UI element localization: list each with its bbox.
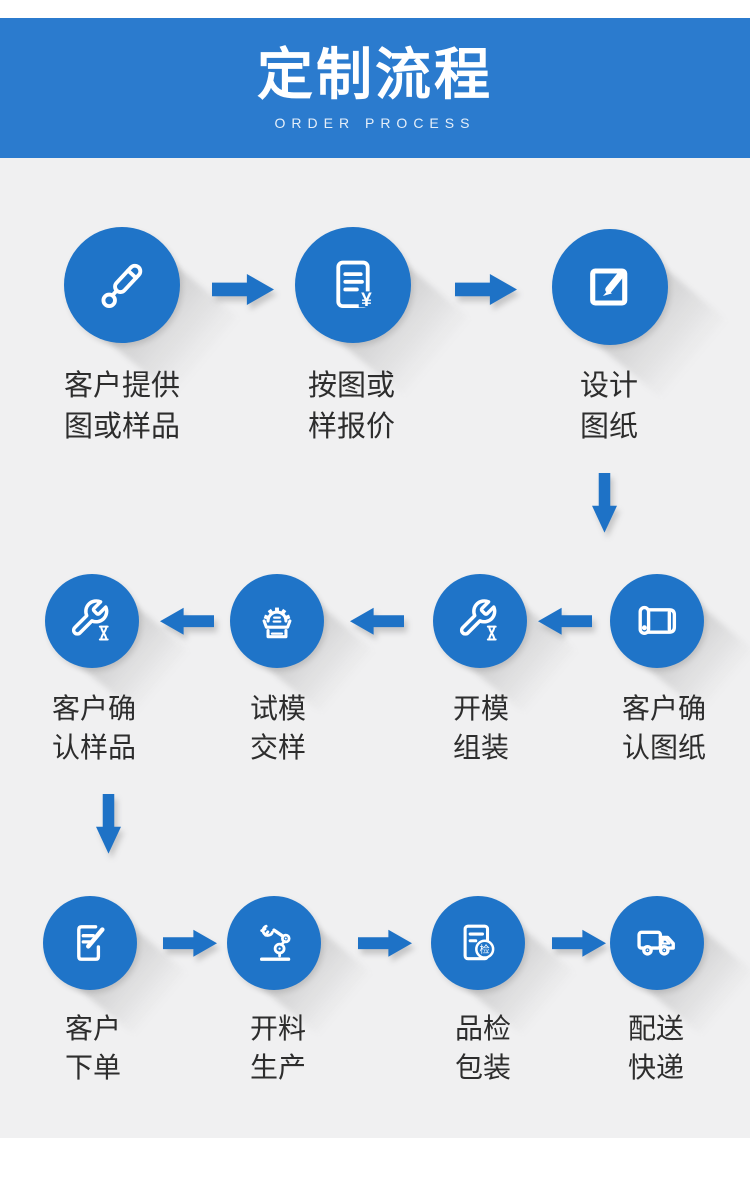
node-circle	[230, 574, 324, 668]
step-label: 设计 图纸	[580, 370, 639, 443]
step-label: 客户确 认样品	[52, 693, 137, 763]
step-node-provide-sample	[64, 227, 260, 415]
page-subtitle: ORDER PROCESS	[274, 115, 476, 131]
node-circle: ¥	[295, 227, 411, 343]
step-node-quotation: ¥	[295, 227, 491, 415]
robot-arm-icon	[260, 924, 291, 961]
inspection-badge-char: 检	[480, 943, 490, 956]
mold-gear-icon	[262, 607, 292, 639]
arrow-right-icon	[163, 928, 217, 958]
step-node-confirm-sample	[45, 574, 207, 729]
step-node-delivery	[610, 896, 750, 1051]
step-node-confirm-drawing	[610, 574, 750, 729]
yen-symbol: ¥	[361, 290, 372, 311]
node-circle	[45, 574, 139, 668]
pen-tool-icon	[101, 263, 143, 309]
arrow-right-icon	[455, 272, 517, 306]
node-circle: 检	[431, 896, 525, 990]
step-node-mold-trial	[230, 574, 392, 729]
arrow-right-icon	[358, 928, 412, 958]
arrow-left-icon	[350, 606, 404, 636]
node-circle	[227, 896, 321, 990]
inspection-doc-icon: 检	[463, 924, 495, 961]
arrow-down-icon	[592, 473, 617, 534]
node-circle	[64, 227, 180, 343]
step-node-inspection-packing: 检	[431, 896, 593, 1051]
step-label: 试模 交样	[250, 693, 307, 763]
arrow-left-icon	[538, 606, 592, 636]
page-title: 定制流程	[257, 43, 493, 106]
delivery-truck-icon	[637, 930, 675, 956]
step-label: 客户确 认图纸	[622, 693, 707, 763]
quotation-doc-icon: ¥	[336, 260, 375, 311]
design-edit-icon	[590, 268, 628, 306]
step-label: 配送 快递	[628, 1013, 685, 1083]
order-form-icon	[77, 925, 105, 961]
step-label: 客户提供 图或样品	[64, 370, 181, 443]
node-circle	[610, 896, 704, 990]
step-node-mold-assemble	[433, 574, 595, 729]
arrow-right-icon	[552, 928, 606, 958]
blueprint-scroll-icon	[638, 605, 677, 635]
step-label: 客户 下单	[65, 1013, 122, 1083]
arrow-right-icon	[212, 272, 274, 306]
step-label: 品检 包装	[455, 1013, 512, 1083]
arrow-left-icon	[160, 606, 214, 636]
node-circle	[552, 229, 668, 345]
step-node-design	[552, 229, 748, 417]
step-label: 按图或 样报价	[308, 370, 396, 443]
arrow-down-icon	[96, 794, 121, 855]
node-circle	[43, 896, 137, 990]
step-label: 开模 组装	[453, 693, 510, 763]
node-circle	[433, 574, 527, 668]
header-banner: 定制流程 ORDER PROCESS	[0, 18, 750, 158]
wrench-hourglass-icon	[71, 599, 109, 641]
wrench-hourglass-icon	[459, 599, 497, 641]
node-circle	[610, 574, 704, 668]
step-node-production	[227, 896, 389, 1051]
step-node-place-order	[43, 896, 205, 1051]
step-label: 开料 生产	[250, 1013, 307, 1083]
